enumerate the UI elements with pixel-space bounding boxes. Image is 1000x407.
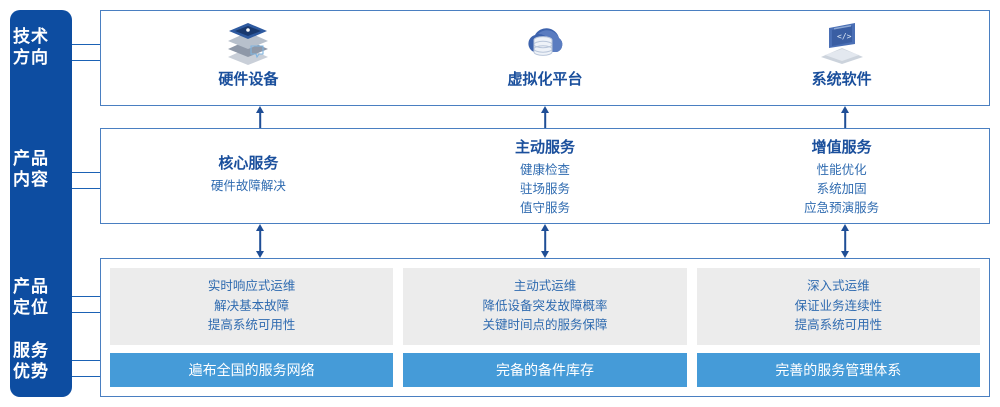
connector-stub [72,312,100,313]
arrow-shaft [259,230,261,252]
svg-text:</>: </> [837,32,852,41]
advantage-bar-service-network[interactable]: 遍布全国的服务网络 [110,353,394,387]
arrow-bidirectional-value-added [835,224,855,258]
arrow-shaft [259,111,261,128]
tech-direction-columns: 硬件设备 虚拟化平台 [100,10,990,106]
position-line: 实时响应式运维 [207,279,296,294]
advantage-bar-spare-parts[interactable]: 完备的备件库存 [403,353,687,387]
position-card-realtime[interactable]: 实时响应式运维 解决基本故障 提高系统可用性 [110,268,394,345]
arrow-head-up [256,224,264,231]
product-position-columns: 实时响应式运维 解决基本故障 提高系统可用性 遍布全国的服务网络 主动式运维 降… [100,258,990,397]
arrow-head-up [841,106,849,113]
bottom-column-realtime: 实时响应式运维 解决基本故障 提高系统可用性 遍布全国的服务网络 [110,268,394,387]
rail-label-product-position-line2: 定位 [13,298,49,318]
arrow-head-up [256,106,264,113]
rail-label-tech-direction-line1: 技术 [13,27,49,46]
arrow-up-virtualization [535,106,555,128]
connector-stub [72,360,100,361]
position-card-deep[interactable]: 深入式运维 保证业务连续性 提高系统可用性 [696,268,980,345]
arrow-head-up [841,224,849,231]
cloud-database-icon [518,18,572,66]
content-item: 健康检查 [520,163,571,177]
position-line: 降低设备突发故障概率 [482,298,608,313]
content-title-value-added-service: 增值服务 [811,139,872,156]
rail-label-product-content-line1: 产品 [13,149,49,168]
category-rail [10,10,72,397]
content-title-proactive-service: 主动服务 [515,139,576,156]
arrow-up-hardware [250,106,270,128]
arrow-bidirectional-core [250,224,270,258]
content-column-core-service[interactable]: 核心服务 硬件故障解决 [100,128,397,224]
arrow-shaft [844,230,846,252]
rail-label-service-advantage-line2: 优势 [13,362,49,382]
bottom-column-deep: 深入式运维 保证业务连续性 提高系统可用性 完善的服务管理体系 [696,268,980,387]
content-column-value-added-service[interactable]: 增值服务 性能优化 系统加固 应急预演服务 [693,128,990,224]
product-content-panel [100,128,990,224]
position-line: 关键时间点的服务保障 [482,318,608,333]
rail-label-product-position: 产品 定位 [0,276,62,319]
content-column-proactive-service[interactable]: 主动服务 健康检查 驻场服务 值守服务 [397,128,694,224]
position-line: 保证业务连续性 [794,298,883,313]
rail-label-product-content-line2: 内容 [13,170,49,190]
tech-label-system-software: 系统软件 [811,71,872,88]
rail-label-service-advantage-line1: 服务 [13,341,49,360]
tech-column-virtualization[interactable]: 虚拟化平台 [397,10,694,106]
rail-label-service-advantage: 服务 优势 [0,340,62,383]
arrow-head-down [256,251,264,258]
content-item: 硬件故障解决 [210,179,286,193]
tech-column-system-software[interactable]: </> 系统软件 [693,10,990,106]
server-stack-icon [221,18,275,66]
arrow-head-down [841,251,849,258]
position-line: 解决基本故障 [214,298,290,313]
content-item: 应急预演服务 [804,200,880,215]
content-title-core-service: 核心服务 [218,155,279,172]
position-line: 深入式运维 [807,279,870,294]
content-item: 驻场服务 [520,181,571,196]
arrow-shaft [544,230,546,252]
position-line: 提高系统可用性 [794,318,883,333]
position-line: 提高系统可用性 [207,318,296,333]
connector-stub [72,172,100,173]
content-item: 性能优化 [816,163,867,177]
rail-label-tech-direction: 技术 方向 [0,26,62,69]
position-card-proactive[interactable]: 主动式运维 降低设备突发故障概率 关键时间点的服务保障 [403,268,687,345]
arrow-head-up [541,224,549,231]
rail-label-tech-direction-line2: 方向 [13,48,49,68]
tech-label-hardware: 硬件设备 [218,71,279,88]
arrow-head-up [541,106,549,113]
product-content-columns: 核心服务 硬件故障解决 主动服务 健康检查 驻场服务 值守服务 增值服务 性能优… [100,128,990,224]
connector-stub [72,44,100,45]
rail-label-product-position-line1: 产品 [13,277,49,296]
position-line: 主动式运维 [513,279,577,294]
rail-label-product-content: 产品 内容 [0,148,62,191]
arrow-head-down [541,251,549,258]
bottom-column-proactive: 主动式运维 降低设备突发故障概率 关键时间点的服务保障 完备的备件库存 [403,268,687,387]
arrow-bidirectional-proactive [535,224,555,258]
content-item: 值守服务 [520,200,571,215]
arrow-up-system-software [835,106,855,128]
arrow-shaft [844,111,846,128]
content-item: 系统加固 [816,181,867,196]
connector-stub [72,188,100,189]
advantage-bar-management-system[interactable]: 完善的服务管理体系 [696,353,980,387]
laptop-code-icon: </> [813,18,871,66]
connector-stub [72,60,100,61]
connector-stub [72,376,100,377]
connector-stub [72,296,100,297]
tech-column-hardware[interactable]: 硬件设备 [100,10,397,106]
arrow-shaft [544,111,546,128]
tech-label-virtualization: 虚拟化平台 [507,71,583,88]
